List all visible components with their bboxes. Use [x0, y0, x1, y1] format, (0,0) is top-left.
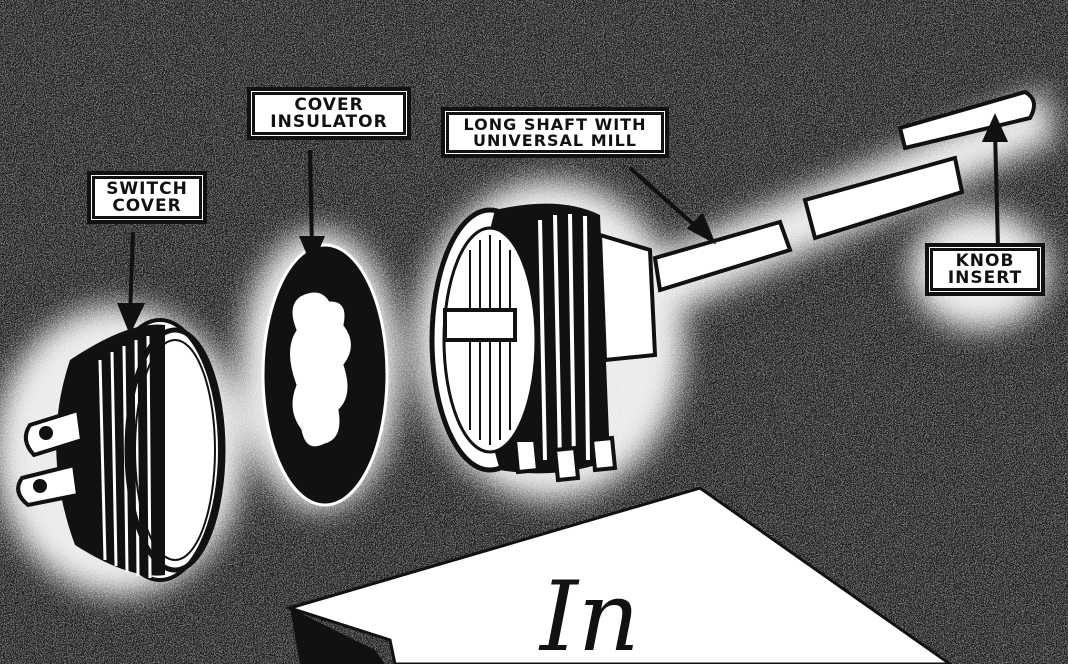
cover-insulator-label-line2: INSULATOR: [261, 114, 397, 131]
switch-cover-label-line2: COVER: [101, 198, 193, 215]
long-shaft-label-line2: UNIVERSAL MILL: [455, 133, 655, 149]
script-text: In: [500, 560, 760, 664]
cover-insulator-label: COVER INSULATOR: [252, 92, 406, 135]
knob-insert-label: KNOB INSERT: [930, 248, 1040, 291]
knob-insert-label-line2: INSERT: [939, 270, 1031, 287]
script-text-glyphs: In: [538, 561, 640, 664]
switch-cover-label: SWITCH COVER: [92, 176, 202, 219]
long-shaft-label: LONG SHAFT WITH UNIVERSAL MILL: [446, 112, 664, 153]
cover-insulator-part: [263, 245, 387, 505]
